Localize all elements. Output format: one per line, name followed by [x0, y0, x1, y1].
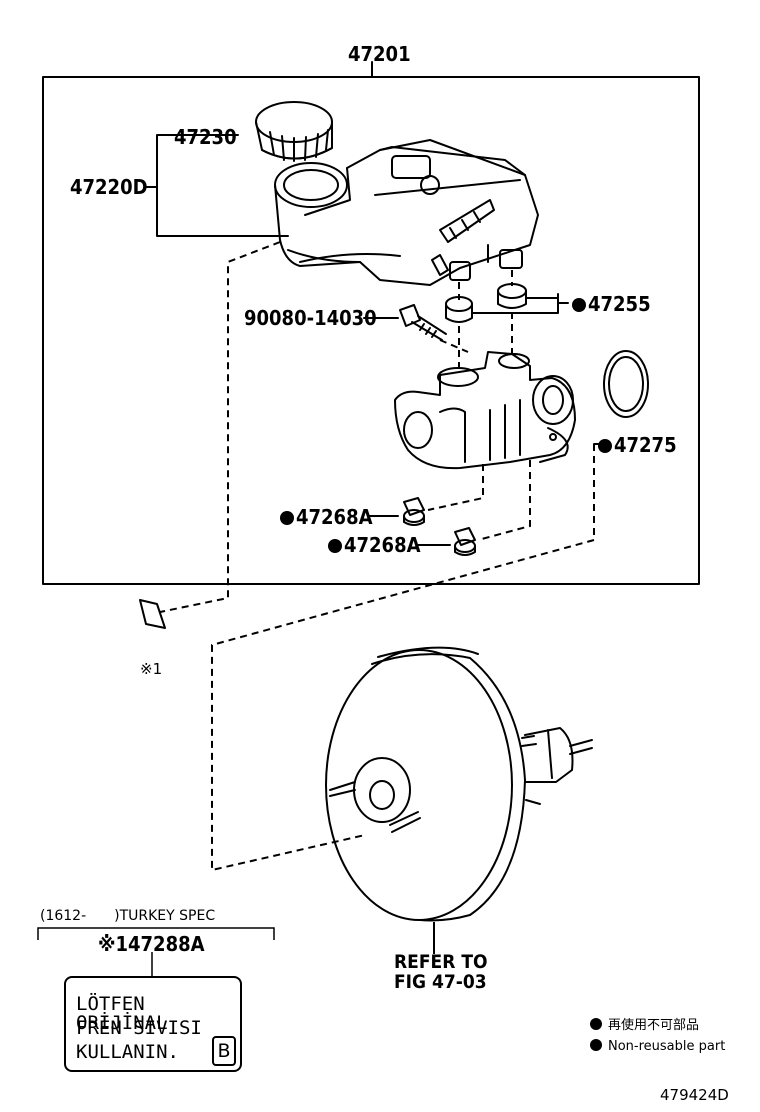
part-number-47255[interactable]: 47255: [572, 294, 651, 314]
legend-japanese-text: 再使用不可部品: [608, 1018, 700, 1033]
grommets-drawing: [445, 283, 527, 323]
label-line-3: KULLANIN.: [76, 1041, 179, 1063]
part-number-47288a[interactable]: ※147288A: [98, 932, 205, 956]
turkey-spec-range: (1612- )TURKEY SPEC: [40, 908, 216, 924]
turkey-spec-bracket: [37, 927, 275, 940]
non-reusable-icon: [572, 298, 586, 312]
brake-booster-drawing: [325, 646, 593, 922]
non-reusable-icon: [590, 1039, 602, 1051]
label-grade-box: B: [212, 1036, 236, 1066]
caution-label-drawing: [139, 599, 166, 629]
part-number-90080-14030[interactable]: 90080-14030: [244, 306, 377, 330]
plug-a-drawing: [403, 497, 425, 526]
reservoir-cap-drawing: [255, 101, 333, 162]
o-ring-drawing: [603, 350, 649, 418]
refer-to-line-1: REFER TO: [394, 951, 488, 973]
turkish-fluid-label: LÖTFEN ORİJİNAL FREN SIVISI KULLANIN. B: [64, 976, 242, 1072]
refer-to-figure-link[interactable]: FIG 47-03: [394, 971, 487, 993]
part-number-47201[interactable]: 47201: [348, 42, 411, 66]
label-line-1: LÖTFEN ORİJİNAL: [76, 993, 168, 1034]
dash-reservoir-sticker: [159, 241, 281, 613]
non-reusable-icon: [590, 1018, 602, 1030]
non-reusable-icon: [328, 539, 342, 553]
grommet-bracket: [471, 293, 569, 314]
plug-b-drawing: [454, 527, 476, 556]
legend-english-text: Non-reusable part: [608, 1039, 726, 1054]
part-number-47255-text: 47255: [588, 292, 651, 316]
reservoir-drawing: [274, 139, 539, 286]
legend-japanese: 再使用不可部品: [590, 1018, 699, 1032]
part-number-47275-text: 47275: [614, 433, 677, 457]
part-number-47275[interactable]: 47275: [598, 435, 677, 455]
bolt-drawing: [399, 304, 447, 341]
part-number-47230[interactable]: 47230: [174, 125, 237, 149]
legend-english: Non-reusable part: [590, 1039, 725, 1053]
reservoir-bracket: [156, 134, 289, 237]
non-reusable-icon: [598, 439, 612, 453]
non-reusable-icon: [280, 511, 294, 525]
master-cylinder-drawing: [394, 351, 576, 470]
label-line-2: FREN SIVISI: [76, 1017, 202, 1039]
part-number-47268a-upper-text: 47268A: [296, 505, 373, 529]
dash-booster: [211, 444, 595, 872]
figure-id: 479424D: [660, 1086, 729, 1104]
part-number-47268a-upper[interactable]: 47268A: [280, 507, 373, 527]
part-number-47220d[interactable]: 47220D: [70, 175, 148, 199]
note-mark-1: ※1: [140, 660, 163, 678]
part-number-47268a-lower[interactable]: 47268A: [328, 535, 421, 555]
part-number-47268a-lower-text: 47268A: [344, 533, 421, 557]
